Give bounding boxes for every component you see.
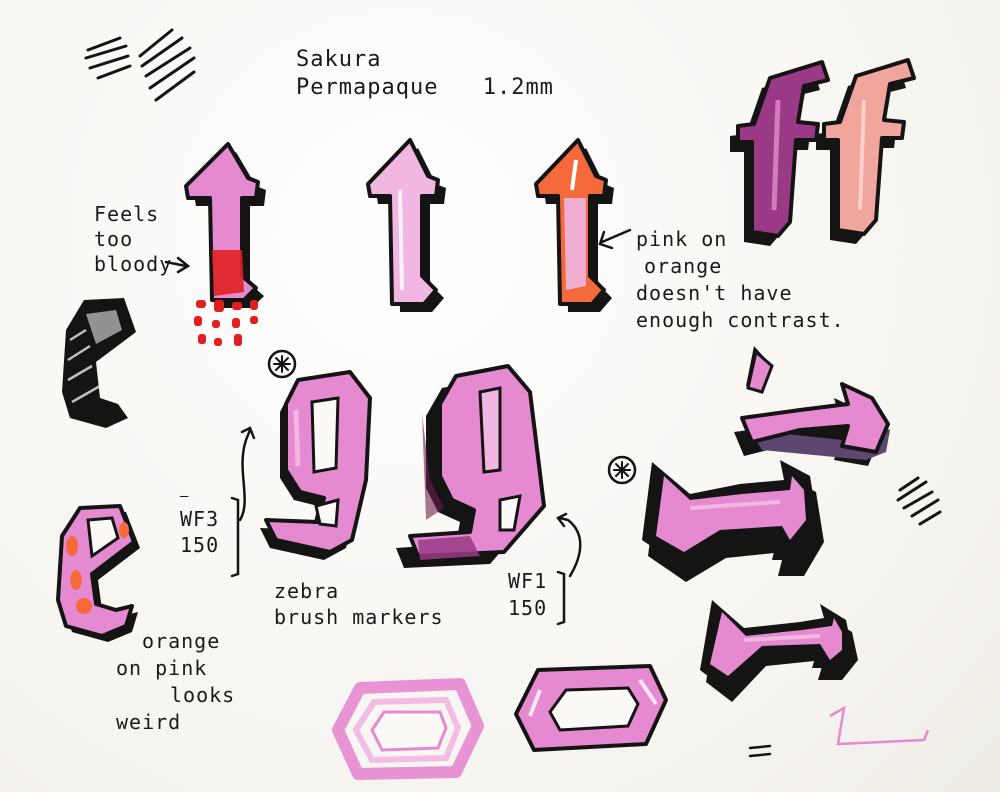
letter-g-wf1 — [396, 364, 546, 568]
hatch-marks-right — [896, 476, 942, 526]
g1-note-line2: 150 — [180, 533, 220, 558]
letter-e-pink-orange — [56, 504, 140, 642]
pen-brand-text: Sakura — [296, 47, 382, 72]
t3-note: pink on orange doesn't have enough contr… — [636, 226, 845, 334]
arrow-to-t3 — [598, 228, 632, 250]
letter-r-purple-shadow — [734, 346, 890, 466]
star-circle-g1 — [267, 349, 297, 379]
t1-note-line2: too — [94, 227, 134, 251]
g2-note: WF1 150 — [508, 568, 547, 622]
e-note-line3: looks — [170, 683, 236, 707]
t3-note-line2: orange — [644, 254, 723, 278]
bracket-g1-label — [230, 426, 256, 578]
e-note: orange on pink looks weird — [116, 628, 235, 736]
small-dash-marks — [748, 744, 772, 758]
red-drip-marks — [194, 300, 258, 346]
g-brand-line2: brush markers — [274, 605, 444, 629]
letter-g-wf3 — [260, 349, 372, 560]
g1-note-line1: WF3 — [180, 507, 220, 532]
t3-note-line1: pink on — [636, 227, 728, 251]
t1-note-line1: Feels — [94, 202, 160, 226]
g-brand-note: zebra brush markers — [274, 578, 444, 630]
bracket-g2-label — [556, 512, 582, 626]
e-note-line1: orange — [142, 629, 221, 653]
e-note-line4: weird — [116, 710, 182, 734]
e-note-line2: on pink — [116, 656, 208, 680]
g1-note: WF3 150 — [180, 488, 219, 558]
pen-size-text: 1.2mm — [482, 74, 554, 100]
letter-e-black — [62, 298, 136, 428]
hatch-marks-top-left — [84, 28, 196, 102]
t3-note-line3: doesn't have — [636, 281, 793, 305]
t3-note-line4: enough contrast. — [636, 308, 845, 332]
t1-note-line3: bloody — [94, 252, 173, 276]
arrow-to-t1 — [164, 256, 191, 274]
letter-t-pink-orange — [534, 138, 614, 312]
g-brand-line1: zebra — [274, 579, 340, 603]
t1-note: Feels too bloody — [94, 202, 172, 277]
letter-r-black-shadow — [607, 455, 824, 582]
letter-r-pink-outline — [700, 600, 858, 702]
g2-note-line2: 150 — [508, 596, 548, 620]
pen-note: Sakura Permapaque 1.2mm — [296, 46, 554, 101]
pink-guide-stroke — [829, 705, 930, 746]
letters-ff — [730, 58, 916, 246]
g2-note-line1: WF1 — [508, 569, 548, 593]
letter-o-outline — [332, 678, 484, 780]
star-circle-r2 — [607, 455, 637, 485]
letter-t-light-pink — [366, 138, 446, 312]
letter-t-pink-red — [184, 142, 266, 346]
pen-model-text: Permapaque — [296, 74, 439, 100]
letter-o-black-outline — [514, 664, 668, 752]
